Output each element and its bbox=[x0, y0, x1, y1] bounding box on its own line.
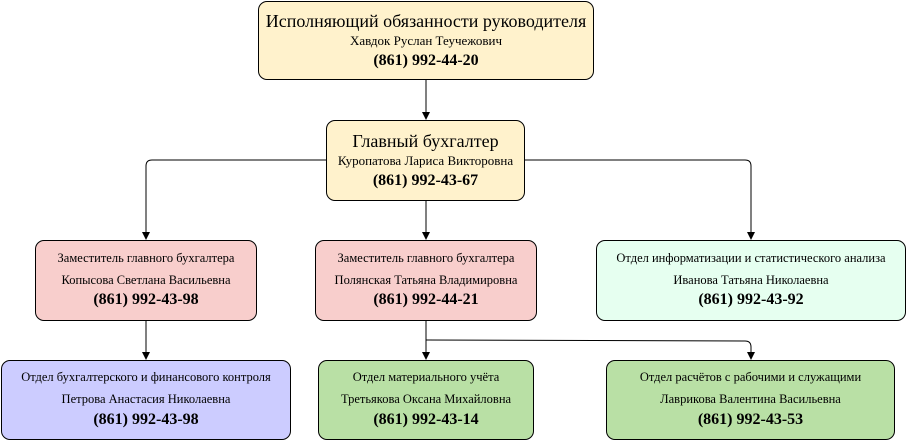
node-chief-accountant: Главный бухгалтер Куропатова Лариса Викт… bbox=[326, 120, 525, 201]
node-name: Полянская Татьяна Владимировна bbox=[334, 272, 518, 287]
node-phone: (861) 992-44-21 bbox=[373, 291, 479, 309]
node-payroll-department: Отдел расчётов с рабочими и служащими Ла… bbox=[606, 360, 895, 440]
node-title: Заместитель главного бухгалтера bbox=[337, 250, 515, 265]
node-name: Копысова Светлана Васильевна bbox=[61, 272, 231, 287]
node-deputy-1: Заместитель главного бухгалтера Копысова… bbox=[35, 240, 257, 321]
node-name: Лаврикова Валентина Васильевна bbox=[660, 392, 841, 406]
node-name: Иванова Татьяна Николаевна bbox=[673, 272, 829, 287]
node-title: Исполняющий обязанности руководителя bbox=[265, 11, 587, 32]
node-name: Третьякова Оксана Михайловна bbox=[340, 392, 512, 406]
node-title: Отдел материального учёта bbox=[352, 370, 500, 385]
edge-chief-deputy1 bbox=[142, 159, 326, 240]
node-title: Отдел бухгалтерского и финансового контр… bbox=[21, 370, 271, 385]
node-phone: (861) 992-43-92 bbox=[698, 291, 804, 309]
node-title: Отдел информатизации и статистического а… bbox=[616, 250, 886, 265]
node-name: Куропатова Лариса Викторовна bbox=[337, 152, 514, 168]
node-phone: (861) 992-44-20 bbox=[373, 51, 479, 69]
node-phone: (861) 992-43-53 bbox=[697, 410, 804, 428]
node-deputy-2: Заместитель главного бухгалтера Полянска… bbox=[315, 240, 537, 321]
node-phone: (861) 992-43-98 bbox=[93, 410, 199, 428]
node-name: Петрова Анастасия Николаевна bbox=[61, 392, 231, 406]
edge-deputy2-payroll bbox=[425, 339, 755, 360]
node-it-department: Отдел информатизации и статистического а… bbox=[596, 240, 906, 321]
node-material-department: Отдел материального учёта Третьякова Окс… bbox=[318, 360, 534, 440]
node-title: Отдел расчётов с рабочими и служащими bbox=[639, 370, 862, 385]
node-phone: (861) 992-43-67 bbox=[372, 171, 479, 189]
node-phone: (861) 992-43-98 bbox=[93, 291, 199, 309]
node-name: Хавдок Руслан Теучежович bbox=[349, 32, 503, 48]
node-title: Заместитель главного бухгалтера bbox=[57, 250, 235, 265]
edge-chief-it bbox=[525, 159, 755, 240]
node-phone: (861) 992-43-14 bbox=[373, 410, 479, 428]
node-director: Исполняющий обязанности руководителя Хав… bbox=[258, 1, 594, 80]
node-finance-control-department: Отдел бухгалтерского и финансового контр… bbox=[1, 360, 291, 440]
node-title: Главный бухгалтер bbox=[352, 131, 499, 152]
